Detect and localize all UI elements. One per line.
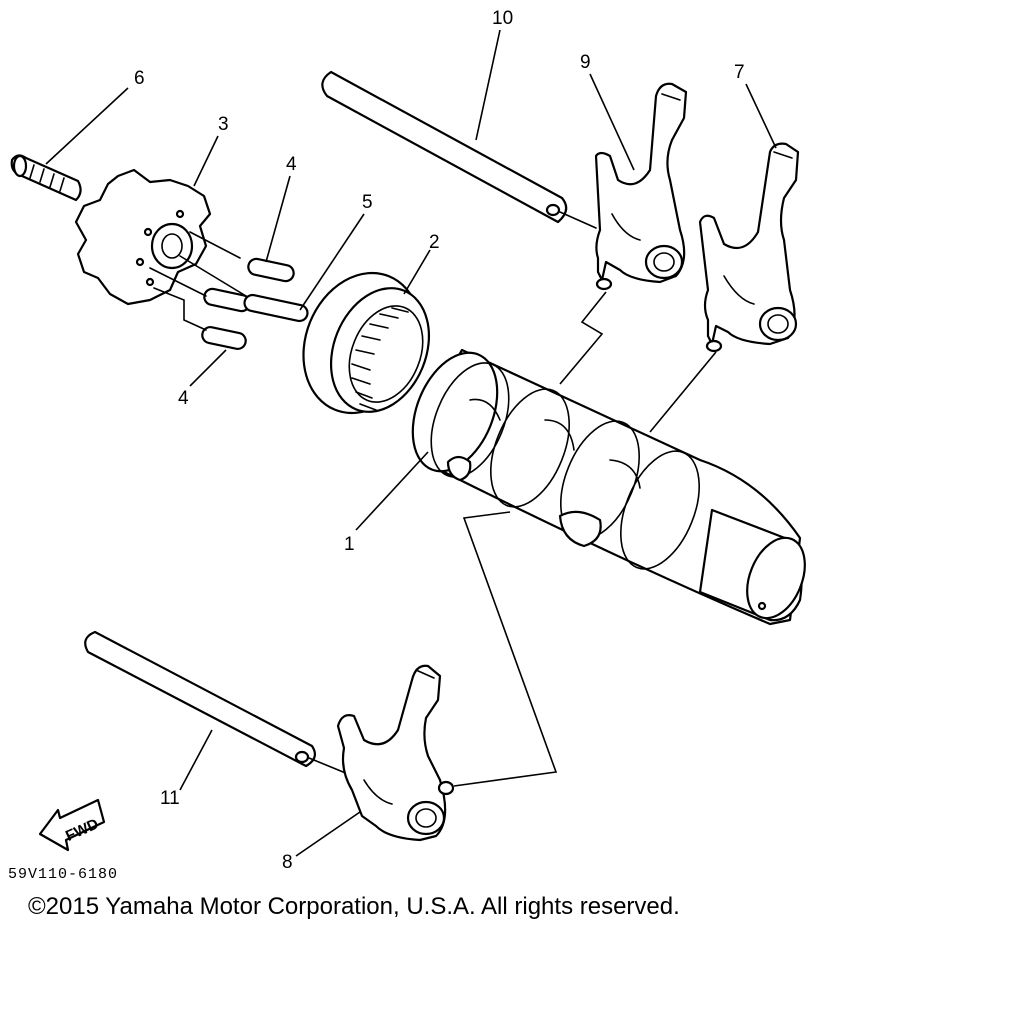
dowel-pin-upper <box>247 257 295 283</box>
copyright-notice: ©2015 Yamaha Motor Corporation, U.S.A. A… <box>28 893 680 920</box>
shift-drum <box>411 348 806 626</box>
callout-8: 8 <box>282 852 293 873</box>
screw <box>10 154 82 202</box>
callout-4-lower: 4 <box>178 388 189 409</box>
shift-fork-shaft-lower <box>84 630 349 775</box>
shift-fork-8 <box>336 664 455 842</box>
callout-10: 10 <box>492 8 513 29</box>
shift-fork-7 <box>698 142 800 353</box>
segment-plate <box>74 168 212 306</box>
callout-2: 2 <box>429 232 440 253</box>
callout-4-upper: 4 <box>286 154 297 175</box>
needle-bearing <box>302 271 431 415</box>
callout-7: 7 <box>734 62 745 83</box>
long-pin <box>243 293 309 323</box>
callout-11: 11 <box>160 788 180 809</box>
callout-5: 5 <box>362 192 373 213</box>
dowel-pin-lower <box>201 325 247 351</box>
shift-fork-9 <box>594 82 688 291</box>
pin-guide-lines <box>149 231 247 331</box>
fwd-arrow-icon: FWD <box>38 798 106 852</box>
callout-1: 1 <box>344 534 355 555</box>
fork-to-drum-lines <box>453 291 717 787</box>
dowel-pin-middle <box>203 287 251 313</box>
diagram-code: 59V110-6180 <box>8 866 118 883</box>
callout-3: 3 <box>218 114 229 135</box>
callout-9: 9 <box>580 52 591 73</box>
exploded-parts-diagram: 1 2 3 4 4 5 6 7 8 9 10 11 FWD 59V110-618… <box>8 8 806 883</box>
callout-6: 6 <box>134 68 145 89</box>
shift-fork-shaft-upper <box>321 70 597 229</box>
callout-leaders <box>45 29 777 857</box>
